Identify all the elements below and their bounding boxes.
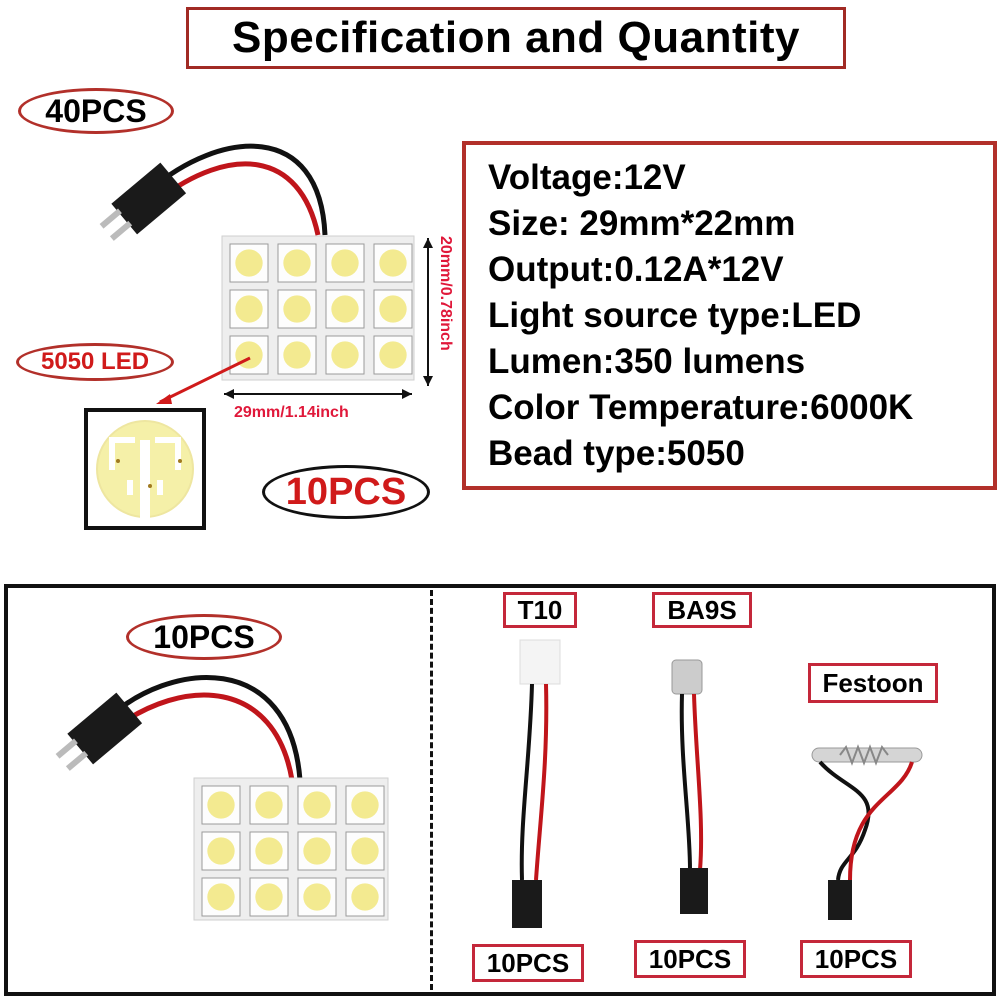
spec-voltage: Voltage:12V <box>488 158 686 197</box>
led-chip-emitter <box>235 295 263 323</box>
led-chip-emitter <box>207 791 235 819</box>
specification-box: Voltage:12V Size: 29mm*22mm Output:0.12A… <box>462 141 997 490</box>
led-chip-emitter <box>283 249 311 277</box>
led-chip-emitter <box>255 883 283 911</box>
led-type-badge: 5050 LED <box>16 343 174 381</box>
led-chip-emitter <box>255 791 283 819</box>
width-dimension-label: 29mm/1.14inch <box>234 404 349 421</box>
spec-output: Output:0.12A*12V <box>488 250 784 289</box>
led-chip-emitter <box>351 837 379 865</box>
package-contents-panel <box>4 584 996 996</box>
spec-size: Size: 29mm*22mm <box>488 204 796 243</box>
page-title: Specification and Quantity <box>186 7 846 69</box>
led-chip-emitter <box>255 837 283 865</box>
led-chip-emitter <box>331 295 359 323</box>
led-chip-emitter <box>379 249 407 277</box>
led-chip-emitter <box>283 341 311 369</box>
qty-tag-festoon: 10PCS <box>800 940 912 978</box>
qty-badge-10pcs-top: 10PCS <box>262 465 430 519</box>
led-panel-illustration-top <box>84 143 433 530</box>
led-chip-emitter <box>303 791 331 819</box>
spec-color-temperature: Color Temperature:6000K <box>488 388 914 427</box>
led-chip-emitter <box>379 295 407 323</box>
led-chip-emitter <box>207 837 235 865</box>
led-chip-emitter <box>235 249 263 277</box>
led-chip-emitter <box>207 883 235 911</box>
adapter-label-t10: T10 <box>503 592 577 628</box>
led-chip-emitter <box>351 791 379 819</box>
adapter-label-festoon: Festoon <box>808 663 938 703</box>
panel-divider <box>430 590 433 990</box>
qty-tag-ba9s: 10PCS <box>634 940 746 978</box>
qty-tag-t10: 10PCS <box>472 944 584 982</box>
height-dimension-label: 20mm/0.78inch <box>437 236 454 351</box>
adapter-label-ba9s: BA9S <box>652 592 752 628</box>
led-chip-emitter <box>283 295 311 323</box>
led-chip-emitter <box>351 883 379 911</box>
qty-badge-panel: 10PCS <box>126 614 282 660</box>
led-chip-emitter <box>303 883 331 911</box>
spec-light-source: Light source type:LED <box>488 296 862 335</box>
spec-lumen: Lumen:350 lumens <box>488 342 806 381</box>
qty-badge-40pcs: 40PCS <box>18 88 174 134</box>
led-chip-emitter <box>331 249 359 277</box>
led-chip-emitter <box>331 341 359 369</box>
spec-bead-type: Bead type:5050 <box>488 434 745 473</box>
led-chip-emitter <box>303 837 331 865</box>
led-chip-emitter <box>379 341 407 369</box>
